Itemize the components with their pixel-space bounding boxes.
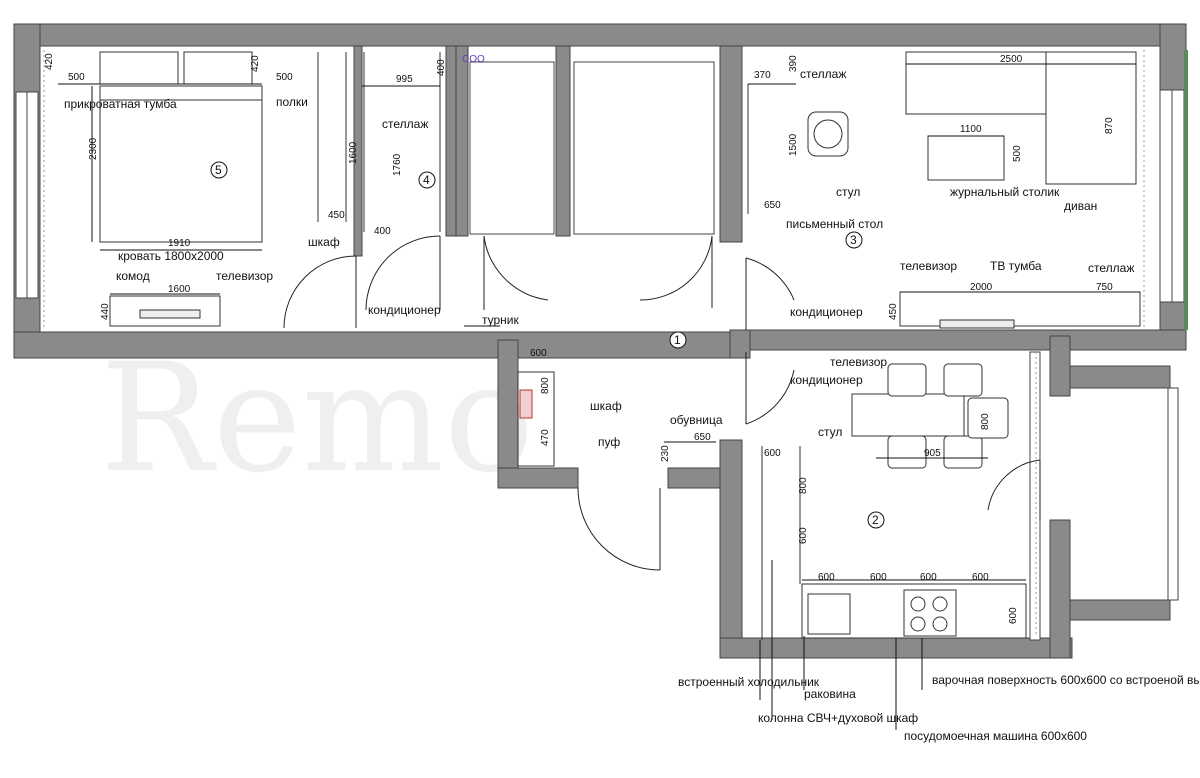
dim-800c: 800 bbox=[980, 413, 991, 430]
furniture bbox=[99, 51, 1141, 640]
label-rack-living-2: стеллаж bbox=[1088, 261, 1134, 275]
dim-600f: 600 bbox=[920, 572, 937, 583]
window-left bbox=[15, 91, 39, 299]
label-coffee-table: журнальный столик bbox=[950, 185, 1060, 199]
logo: COO bbox=[462, 54, 485, 65]
label-sofa: диван bbox=[1064, 199, 1097, 213]
label-oven-column: колонна СВЧ+духовой шкаф bbox=[758, 711, 918, 725]
label-shelves: полки bbox=[276, 95, 308, 109]
label-rack-room4: стеллаж bbox=[382, 117, 428, 131]
dim-600c: 600 bbox=[798, 527, 809, 544]
dim-450: 450 bbox=[328, 210, 345, 221]
label-chair-living: стул bbox=[836, 185, 860, 199]
dim-905: 905 bbox=[924, 448, 941, 459]
dim-470: 470 bbox=[540, 429, 551, 446]
room-number-3: 3 bbox=[850, 233, 857, 247]
watermark: Remo bbox=[100, 332, 534, 506]
label-hob: варочная поверхность 600х600 со встроено… bbox=[932, 673, 1200, 687]
label-wardrobe-room4: шкаф bbox=[308, 235, 340, 249]
label-dishwasher: посудомоечная машина 600х600 bbox=[904, 729, 1087, 743]
label-fridge: встроенный холодильник bbox=[678, 675, 820, 689]
label-dresser: комод bbox=[116, 269, 150, 283]
label-bed: кровать 1800х2000 bbox=[118, 249, 224, 263]
dim-800: 800 bbox=[540, 377, 551, 394]
dim-750: 750 bbox=[1096, 282, 1113, 293]
label-pouf: пуф bbox=[598, 435, 620, 449]
room-number-1: 1 bbox=[674, 333, 681, 347]
dim-600g: 600 bbox=[972, 572, 989, 583]
room-number-4: 4 bbox=[423, 173, 430, 187]
dim-650a: 650 bbox=[764, 200, 781, 211]
label-fridge-text: встроенный холодильник bbox=[678, 675, 820, 689]
label-shoe-rack: обувница bbox=[670, 413, 723, 427]
room-number-2: 2 bbox=[872, 513, 879, 527]
dim-230: 230 bbox=[660, 445, 671, 462]
room-number-5: 5 bbox=[215, 163, 222, 177]
dim-2000: 2000 bbox=[970, 282, 993, 293]
dim-1910: 1910 bbox=[168, 238, 191, 249]
label-rack-living: стеллаж bbox=[800, 67, 846, 81]
label-wardrobe-hall: шкаф bbox=[590, 399, 622, 413]
dim-600b: 600 bbox=[764, 448, 781, 459]
label-horizontal-bar: турник bbox=[482, 313, 520, 327]
dim-500b: 500 bbox=[276, 72, 293, 83]
dim-440: 440 bbox=[100, 303, 111, 320]
dim-450b: 450 bbox=[888, 303, 899, 320]
dim-2500: 2500 bbox=[1000, 54, 1023, 65]
dim-1600b: 1600 bbox=[348, 141, 359, 164]
label-ac-kitchen: кондиционер bbox=[790, 373, 863, 387]
dim-2300: 2300 bbox=[88, 137, 99, 160]
doors bbox=[283, 235, 1041, 571]
label-bedside: прикроватная тумба bbox=[64, 97, 177, 111]
dim-1500: 1500 bbox=[788, 133, 799, 156]
label-sink: раковина bbox=[804, 687, 856, 701]
label-desk: письменный стол bbox=[786, 217, 883, 231]
dim-500a: 500 bbox=[68, 72, 85, 83]
wall-hatch bbox=[43, 50, 1145, 636]
dim-870: 870 bbox=[1104, 117, 1115, 134]
dimension-lines bbox=[58, 63, 1140, 581]
leader-lines bbox=[464, 325, 923, 730]
dim-420a: 420 bbox=[44, 53, 55, 70]
label-ac-bedroom: кондиционер bbox=[368, 303, 441, 317]
dim-1100: 1100 bbox=[960, 124, 982, 135]
label-chair-kitchen: стул bbox=[818, 425, 842, 439]
label-tv-stand: ТВ тумба bbox=[990, 259, 1042, 273]
dim-400a: 400 bbox=[436, 59, 447, 76]
dim-420b: 420 bbox=[250, 55, 261, 72]
dim-370: 370 bbox=[754, 70, 771, 81]
dim-600d: 600 bbox=[818, 572, 835, 583]
room-numbers bbox=[210, 161, 885, 529]
label-tv-bedroom: телевизор bbox=[216, 269, 273, 283]
dim-650b: 650 bbox=[694, 432, 711, 443]
dim-600h: 600 bbox=[1008, 607, 1019, 624]
dim-600e: 600 bbox=[870, 572, 887, 583]
window-right bbox=[1159, 50, 1188, 330]
dim-1600a: 1600 bbox=[168, 284, 191, 295]
closet-interiors bbox=[469, 61, 715, 235]
dim-600a: 600 bbox=[530, 348, 547, 359]
dim-390: 390 bbox=[788, 55, 799, 72]
dim-1760: 1760 bbox=[392, 153, 403, 176]
label-tv-living: телевизор bbox=[900, 259, 957, 273]
label-tv-kitchen: телевизор bbox=[830, 355, 887, 369]
dim-995: 995 bbox=[396, 74, 413, 85]
dim-800b: 800 bbox=[798, 477, 809, 494]
label-ac-living: кондиционер bbox=[790, 305, 863, 319]
dim-500c: 500 bbox=[1012, 145, 1023, 162]
dim-400b: 400 bbox=[374, 226, 391, 237]
